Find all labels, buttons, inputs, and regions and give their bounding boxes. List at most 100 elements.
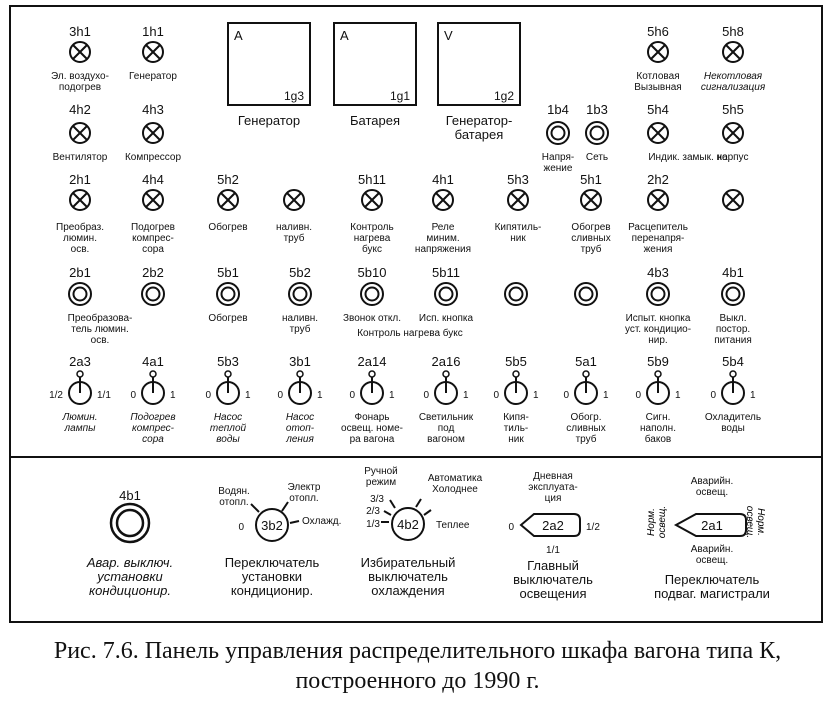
selector-3b2-label-line: установки xyxy=(242,569,302,584)
push-button xyxy=(141,282,165,306)
push-button-inner xyxy=(578,286,594,302)
lamp-code: 5h4 xyxy=(647,102,669,117)
switch-label-line: труб xyxy=(576,433,597,445)
switch-pos-right: 1 xyxy=(317,390,323,401)
push-button xyxy=(585,121,609,145)
button-label-line: Преобразова- xyxy=(68,312,133,324)
switch-pos-right: 1 xyxy=(603,390,609,401)
lamp-label-line: Некотловая xyxy=(704,71,763,82)
lamp-label-line: Преобраз. xyxy=(56,221,104,233)
switch-label-line: Подогрев xyxy=(130,412,175,423)
selector-2a2-pos-zero: 0 xyxy=(508,522,514,533)
switch-pos-left: 1/2 xyxy=(49,390,63,401)
switch-code: 4a1 xyxy=(142,354,164,369)
indicator-lamp-cross xyxy=(286,192,302,208)
emergency-label-line: кондиционир. xyxy=(89,583,171,598)
lamp-label-line: наливн. xyxy=(276,222,312,233)
lamp-label-line: Котловая xyxy=(636,71,679,82)
selector-4b2-pos-13: 1/3 xyxy=(366,519,380,530)
indicator-lamp-cross xyxy=(725,192,741,208)
selector-2a1-pos-top-line: освещ. xyxy=(696,487,728,498)
toggle-switch-knob xyxy=(654,370,662,378)
switch-pos-left: 0 xyxy=(349,390,355,401)
selector-2a1-pos-left-line: Норм. xyxy=(646,508,657,536)
selector-4b2-manual-line: режим xyxy=(366,477,396,488)
switch-label-line: лампы xyxy=(64,423,97,434)
selector-2a2 xyxy=(519,513,581,537)
switch-label-line: компрес- xyxy=(132,423,175,434)
switch-code: 2a16 xyxy=(432,354,461,369)
push-button-inner xyxy=(589,125,605,141)
selector-3b2-label-line: кондиционир. xyxy=(231,583,313,598)
meter-code: 1g2 xyxy=(494,89,514,103)
switch-pos-right: 1 xyxy=(533,390,539,401)
button-label-line: питания xyxy=(714,335,752,346)
switch-label-line: Люмин. xyxy=(61,412,97,423)
push-button xyxy=(546,121,570,145)
button-code: 5b1 xyxy=(217,265,239,280)
switch-pos-right: 1 xyxy=(170,390,176,401)
lamp-label-line: сигнализация xyxy=(701,82,766,93)
button-label-line: труб xyxy=(290,323,311,335)
lamp-label-line: Подогрев xyxy=(131,222,175,233)
switch-label-line: Обогр. xyxy=(570,411,601,423)
switch-label-line: ник xyxy=(508,434,524,445)
meter-unit: A xyxy=(234,28,243,43)
selector-2a1-pos-right-line: освещ. xyxy=(744,506,755,538)
selector-3b2 xyxy=(255,508,289,542)
switch-pos-right: 1 xyxy=(463,390,469,401)
button-code: 2b1 xyxy=(69,265,91,280)
toggle-switch-knob xyxy=(442,370,450,378)
button-code: 4b1 xyxy=(722,265,744,280)
lamp-label-line: Обогрев xyxy=(208,221,247,233)
lamp-code: 5h1 xyxy=(580,172,602,187)
selector-2a1 xyxy=(673,513,747,537)
meter-gauge xyxy=(333,22,417,106)
indicator-lamp-cross xyxy=(364,192,380,208)
push-button-inner xyxy=(364,286,380,302)
button-label-line: Испыт. кнопка xyxy=(626,313,691,324)
selector-3b2-pos-water-line: Водян. xyxy=(218,486,250,497)
selector-3b2-pos-elec-line: Электр xyxy=(288,482,321,493)
push-button xyxy=(646,282,670,306)
selector-3b2-tick xyxy=(289,520,300,524)
button-label-line: наливн. xyxy=(282,313,318,324)
toggle-switch-knob xyxy=(368,370,376,378)
selector-2a1-pos-right: Норм.освещ. xyxy=(744,506,766,538)
toggle-switch-knob xyxy=(76,370,84,378)
button-label-line: жение xyxy=(544,163,573,174)
push-button xyxy=(721,282,745,306)
switch-label-line: под xyxy=(438,423,455,434)
lamp-code: 4h2 xyxy=(69,102,91,117)
selector-3b2-pos-elec-line: отопл. xyxy=(289,493,318,504)
switch-label-line: Кипя- xyxy=(503,412,529,423)
meter-label-line: Генератор xyxy=(238,113,300,128)
selector-4b2-label-line: выключатель xyxy=(368,569,448,584)
lamp-label-line: сора xyxy=(142,244,164,255)
selector-3b2-tick xyxy=(250,503,260,513)
lamp-label-line: напряжения xyxy=(415,244,471,255)
lamp-label-line: Компрессор xyxy=(125,152,181,163)
switch-label-line: Сигн. xyxy=(646,412,671,423)
selector-3b2-pos-zero: 0 xyxy=(238,522,244,533)
button-code: 1b4 xyxy=(547,102,569,117)
toggle-switch-knob xyxy=(296,370,304,378)
switch-label-line: Насос xyxy=(286,412,314,423)
push-button xyxy=(574,282,598,306)
lamp-label-line: Расцепитель xyxy=(628,222,688,233)
indicator-lamp-cross xyxy=(510,192,526,208)
lamp-label-line: сливных xyxy=(571,233,610,244)
switch-code: 3b1 xyxy=(289,354,311,369)
switch-label-line: наполн. xyxy=(640,423,676,434)
push-button xyxy=(216,282,240,306)
toggle-switch-knob xyxy=(224,370,232,378)
toggle-switch-knob xyxy=(512,370,520,378)
lamp-label-line: Обогрев xyxy=(571,221,610,233)
button-code: 5b11 xyxy=(432,265,460,280)
indicator-lamp-cross xyxy=(145,44,161,60)
indicator-lamp-cross xyxy=(72,44,88,60)
meter-unit: V xyxy=(444,28,453,43)
caption-line-1: Рис. 7.6. Панель управления распределите… xyxy=(53,638,782,664)
selector-4b2-tick xyxy=(423,509,432,516)
